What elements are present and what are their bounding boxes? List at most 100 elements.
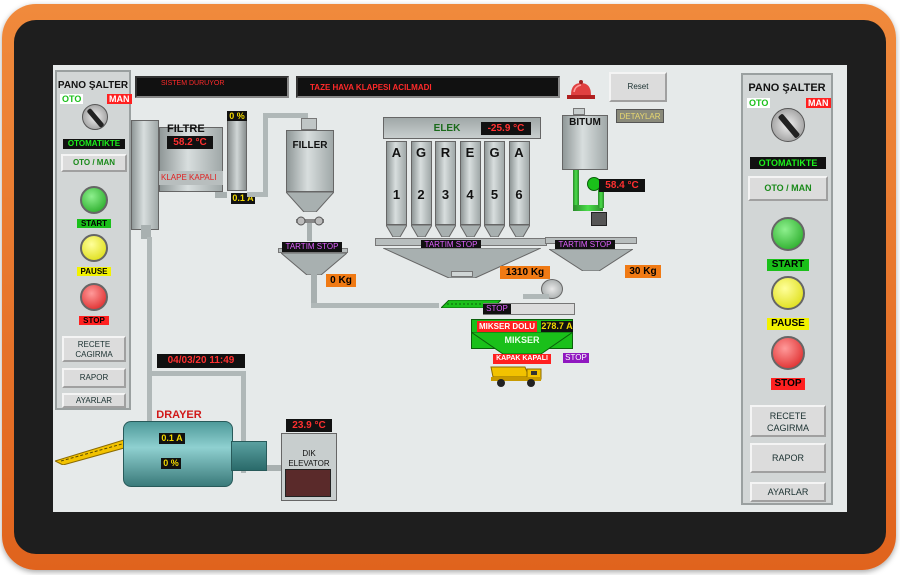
filler-label: FILLER: [292, 140, 328, 151]
left-control-panel: PANO ŞALTER OTO MAN OTOMATIKTE OTO / MAN…: [55, 70, 132, 410]
elek-bin-cone: [435, 225, 456, 237]
right-stop-lamp-icon[interactable]: [771, 336, 805, 370]
elek-bin-number: 1: [392, 187, 401, 202]
filtre-klape-panel: [159, 171, 223, 185]
filtre-label: FILTRE: [167, 123, 205, 135]
left-pause-label: PAUSE: [77, 267, 111, 276]
right-start-label: START: [767, 259, 809, 271]
elek-bin-letter: G: [415, 145, 427, 160]
reset-button[interactable]: Reset: [609, 72, 667, 102]
elek-bin-letter: G: [489, 145, 500, 160]
left-mode-status: OTOMATIKTE: [63, 139, 125, 149]
dump-truck-icon: [489, 363, 545, 387]
right-pause-lamp-icon[interactable]: [771, 276, 805, 310]
elek-bin-cone: [410, 225, 432, 237]
filtre-to-duct-pipe: [247, 192, 268, 197]
filler-feed-pipe-horizontal: [311, 303, 439, 308]
filtre-current: 0.1 A: [231, 193, 255, 204]
mikser-stop-tag: STOP: [563, 353, 589, 363]
bitum-tank: [562, 115, 608, 170]
drayer-percent: 0 %: [161, 458, 181, 469]
drayer-label: DRAYER: [156, 409, 202, 421]
mikser-belt-stop: STOP: [483, 304, 511, 314]
right-recete-button[interactable]: RECETE CAGIRMA: [750, 405, 826, 437]
bitum-detaylar-button[interactable]: DETAYLAR: [616, 109, 664, 123]
bitum-pipe-up: [598, 180, 604, 208]
elek-bin-cone: [459, 225, 481, 237]
elek-tartim-status: TARTIM STOP: [421, 240, 481, 250]
mikser-belt-icon: [439, 295, 503, 309]
filtre-duct: [215, 192, 227, 198]
elek-scale-hopper: [383, 248, 541, 278]
elek-bin-number: 2: [417, 187, 425, 202]
left-rapor-button[interactable]: RAPOR: [62, 368, 126, 388]
right-rapor-button[interactable]: RAPOR: [750, 443, 826, 473]
elek-bin-cone: [386, 225, 407, 237]
right-oto-man-button[interactable]: OTO / MAN: [748, 176, 828, 201]
left-panel-title: PANO ŞALTER: [57, 80, 129, 91]
filtre-temp: 58.2 °C: [167, 136, 213, 149]
left-selector-switch-icon[interactable]: [82, 104, 108, 130]
mikser-hopper: [471, 332, 573, 354]
left-oto-man-button[interactable]: OTO / MAN: [61, 154, 127, 172]
bitum-tartim-status: TARTIM STOP: [555, 240, 615, 250]
elek-bin-letter: A: [514, 145, 524, 160]
filler-drop-pipe: [307, 223, 312, 241]
filler-weight: 0 Kg: [326, 274, 356, 287]
filler-scale-hopper: [281, 253, 347, 275]
system-status-box: SISTEM DURUYOR: [135, 76, 289, 98]
alarm-bell-icon[interactable]: [561, 78, 601, 100]
right-man-label: MAN: [806, 98, 831, 108]
right-stop-label: STOP: [771, 378, 805, 390]
filler-feed-pipe: [311, 273, 317, 305]
elek-bin-number: 5: [490, 187, 499, 202]
elevator-label: DIK ELEVATOR: [288, 449, 330, 468]
left-ayarlar-button[interactable]: AYARLAR: [62, 393, 126, 408]
elek-bin-cone: [484, 225, 505, 237]
elek-discharge: [451, 271, 473, 277]
bitum-valve-icon: [591, 212, 607, 226]
bitum-weight: 30 Kg: [625, 265, 661, 278]
left-stop-lamp-icon[interactable]: [80, 283, 108, 311]
right-ayarlar-button[interactable]: AYARLAR: [750, 482, 826, 502]
filler-silo: [286, 130, 334, 192]
elek-bin-cone: [508, 225, 530, 237]
right-control-panel: PANO ŞALTER OTO MAN OTOMATIKTE OTO / MAN…: [741, 73, 833, 505]
hmi-screen: PANO ŞALTER OTO MAN OTOMATIKTE OTO / MAN…: [53, 65, 847, 512]
elek-bin-number: 3: [441, 187, 450, 202]
bitum-scale-hopper: [549, 249, 633, 271]
right-panel-title: PANO ŞALTER: [748, 82, 826, 94]
alarm-message-text: TAZE HAVA KLAPESI ACILMADI: [310, 83, 432, 92]
elek-temp: -25.9 °C: [481, 122, 531, 135]
right-oto-label: OTO: [747, 98, 771, 108]
filler-tartim-status: TARTIM STOP: [282, 242, 342, 252]
right-start-lamp-icon[interactable]: [771, 217, 805, 251]
right-mode-status: OTOMATIKTE: [750, 157, 826, 169]
right-selector-switch-icon[interactable]: [771, 108, 805, 142]
mikser-kapak-label: KAPAK KAPALI: [493, 354, 551, 364]
elek-bin-number: 4: [466, 187, 474, 202]
left-pause-lamp-icon[interactable]: [80, 234, 108, 262]
mikser-current: 278.7 A: [541, 321, 573, 332]
bitum-pipe-horizontal: [573, 205, 603, 211]
filtre-klape-text: KLAPE KAPALI: [161, 173, 217, 182]
elek-bin-letter: E: [465, 145, 475, 160]
right-pause-label: PAUSE: [767, 318, 809, 330]
datetime-pipe: [151, 371, 246, 376]
filler-duct-vertical: [263, 116, 268, 196]
bitum-cap: [573, 108, 585, 115]
left-recete-button[interactable]: RECETE CAGIRMA: [62, 336, 126, 362]
elek-bin-number: 6: [515, 187, 523, 202]
filtre-percent: 0 %: [227, 111, 247, 121]
elek-bin-letter: R: [440, 145, 451, 160]
mikser-dolu-label: MIKSER DOLU: [477, 321, 537, 332]
bitum-pipe-down: [573, 170, 579, 208]
left-stop-label: STOP: [79, 316, 109, 325]
left-start-label: START: [77, 219, 111, 228]
left-start-lamp-icon[interactable]: [80, 186, 108, 214]
left-man-label: MAN: [107, 94, 132, 104]
datetime-display: 04/03/20 11:49: [157, 354, 245, 368]
drayer-to-elevator-pipe: [267, 465, 287, 471]
filler-hopper-cone: [286, 192, 334, 212]
mikser-return-pipe: [147, 237, 152, 473]
